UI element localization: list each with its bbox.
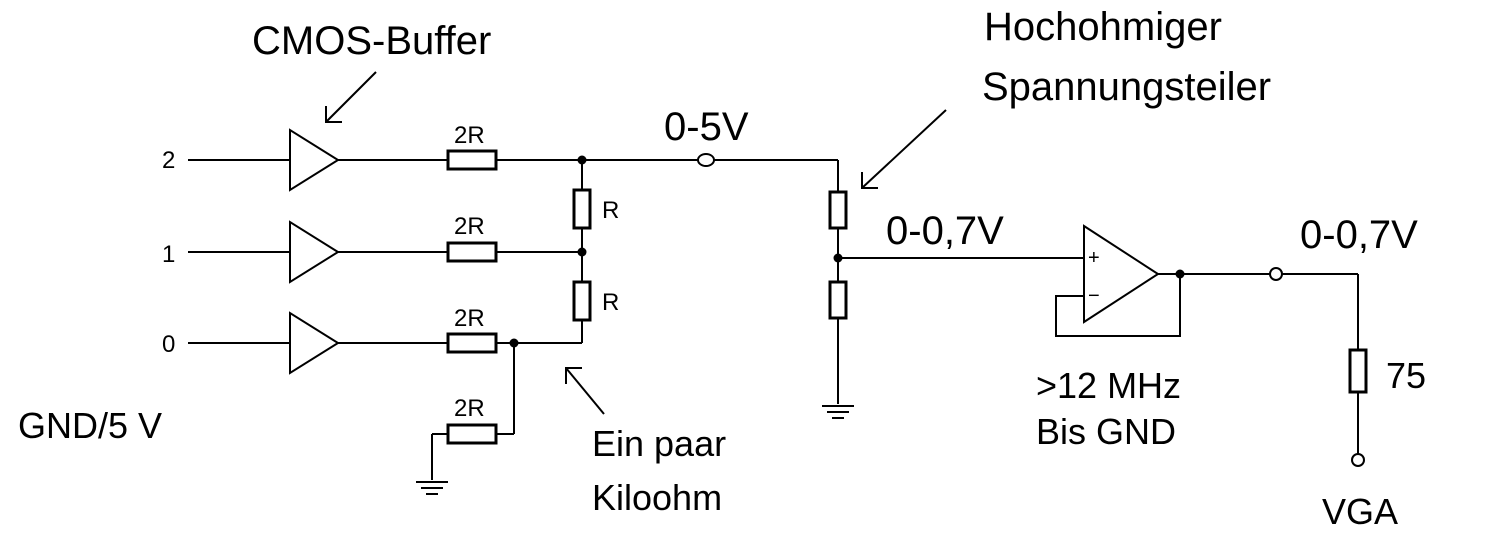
input-bit-1: 1 <box>162 241 175 268</box>
cmos-buffer-0 <box>289 311 340 375</box>
output-terminal <box>1269 267 1283 281</box>
hochohmiger-label: Hochohmiger <box>984 5 1222 49</box>
resistor-2r-ground <box>446 423 498 445</box>
resistor-2r-bot <box>446 332 498 354</box>
kiloohm-label: Kiloohm <box>592 477 722 518</box>
vga-terminal <box>1351 453 1365 467</box>
opamp-plus: + <box>1088 247 1100 269</box>
resistor-r-upper-label: R <box>602 197 619 224</box>
divider-resistor-lower <box>828 280 848 320</box>
vga-label: VGA <box>1322 491 1398 532</box>
resistor-2r-ground-label: 2R <box>454 395 485 422</box>
feedback-wire <box>1055 274 1181 337</box>
resistor-r-lower <box>572 280 592 322</box>
divider-arrow <box>861 109 947 189</box>
input-bit-2: 2 <box>162 147 175 174</box>
resistor-2r-mid <box>446 241 498 263</box>
gnd-5v-label: GND/5 V <box>18 405 162 446</box>
junction-dot <box>577 155 587 165</box>
cmos-buffer-1 <box>289 220 340 284</box>
resistor-r-lower-label: R <box>602 289 619 316</box>
resistor-2r-mid-label: 2R <box>454 213 485 240</box>
ein-paar-label: Ein paar <box>592 423 726 464</box>
resistor-r-upper <box>572 188 592 230</box>
opamp-minus: − <box>1088 285 1100 307</box>
ladder-arrow <box>565 367 605 415</box>
input-bit-0: 0 <box>162 331 175 358</box>
divider-resistor-upper <box>828 190 848 230</box>
bis-gnd-label: Bis GND <box>1036 411 1176 452</box>
junction-dot <box>577 247 587 257</box>
test-point-0-5v <box>697 153 715 167</box>
ground-symbol-ladder <box>416 481 448 495</box>
ground-symbol-divider <box>822 405 854 419</box>
spannungsteiler-label: Spannungsteiler <box>982 65 1271 109</box>
output-voltage-label: 0-0,7V <box>1300 213 1418 257</box>
cmos-buffer-label: CMOS-Buffer <box>252 19 491 63</box>
resistor-2r-top <box>446 149 498 171</box>
divider-output-voltage-label: 0-0,7V <box>886 209 1004 253</box>
opamp <box>1083 224 1160 324</box>
cmos-buffer-2 <box>289 128 340 192</box>
resistor-2r-top-label: 2R <box>454 122 485 149</box>
voltage-0-5v-label: 0-5V <box>664 105 749 149</box>
cmos-buffer-arrow <box>325 71 377 123</box>
resistor-2r-bot-label: 2R <box>454 305 485 332</box>
bandwidth-label: >12 MHz <box>1036 365 1181 406</box>
load-resistor-75 <box>1348 348 1368 394</box>
load-resistor-value: 75 <box>1386 355 1426 396</box>
